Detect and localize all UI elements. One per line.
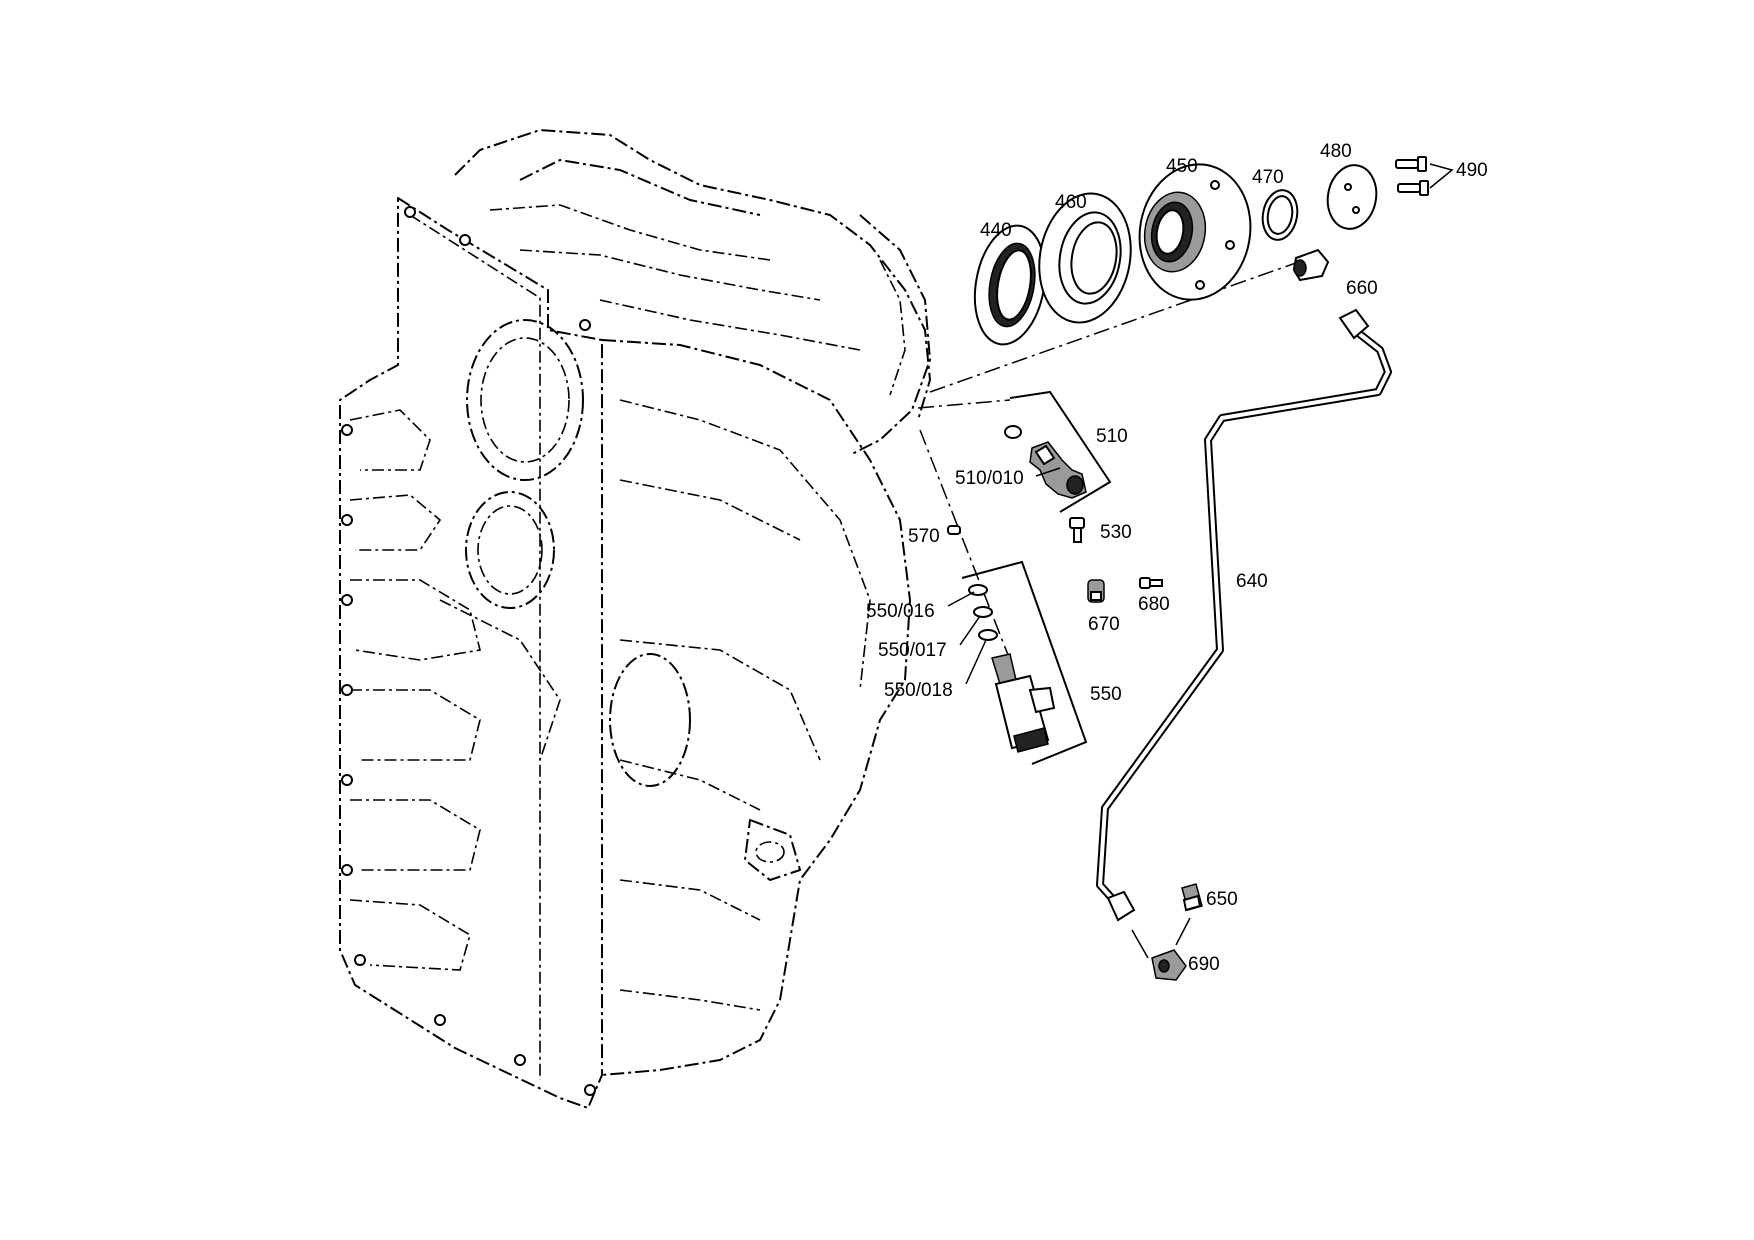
callout-650: 650 — [1206, 889, 1238, 910]
callout-490: 490 — [1456, 160, 1488, 181]
part-680-screw — [1139, 577, 1163, 589]
callout-640: 640 — [1236, 571, 1268, 592]
part-550-solenoid-assembly — [961, 560, 1088, 765]
callout-670: 670 — [1088, 614, 1120, 635]
callout-550-016: 550/016 — [866, 601, 935, 622]
callout-510-010: 510/010 — [955, 468, 1024, 489]
part-690-fitting — [1131, 917, 1191, 981]
callout-550-018: 550/018 — [884, 680, 953, 701]
callout-550: 550 — [1090, 684, 1122, 705]
part-480-plate — [1326, 164, 1378, 230]
part-570-pin — [947, 525, 961, 535]
callout-530: 530 — [1100, 522, 1132, 543]
transmission-housing — [339, 129, 931, 1109]
part-530-screw — [1069, 517, 1085, 543]
callout-480: 480 — [1320, 141, 1352, 162]
callout-450: 450 — [1166, 156, 1198, 177]
part-660-fitting — [1292, 248, 1330, 282]
callout-570: 570 — [908, 526, 940, 547]
callout-470: 470 — [1252, 167, 1284, 188]
callout-440: 440 — [980, 220, 1012, 241]
part-650-plug — [1181, 883, 1203, 912]
part-640-pipe — [1096, 308, 1392, 922]
part-440-seal — [973, 224, 1047, 346]
callout-510: 510 — [1096, 426, 1128, 447]
callout-460: 460 — [1055, 192, 1087, 213]
part-490-bolts — [1395, 156, 1454, 196]
callout-660: 660 — [1346, 278, 1378, 299]
part-460-cover — [1038, 192, 1132, 324]
assembly-axis-lines — [917, 257, 1311, 661]
part-510-valve — [1004, 390, 1112, 513]
part-670-plug — [1087, 579, 1105, 603]
callout-690: 690 — [1188, 954, 1220, 975]
flange-bolt-holes — [341, 206, 596, 1096]
callout-680: 680 — [1138, 594, 1170, 615]
callout-leaders — [947, 467, 1061, 685]
part-470-o-ring — [1261, 189, 1299, 241]
callout-labels: 440 460 450 470 480 490 660 510 510/010 … — [866, 141, 1488, 975]
callout-550-017: 550/017 — [878, 640, 947, 661]
part-450-flange — [1138, 163, 1252, 301]
